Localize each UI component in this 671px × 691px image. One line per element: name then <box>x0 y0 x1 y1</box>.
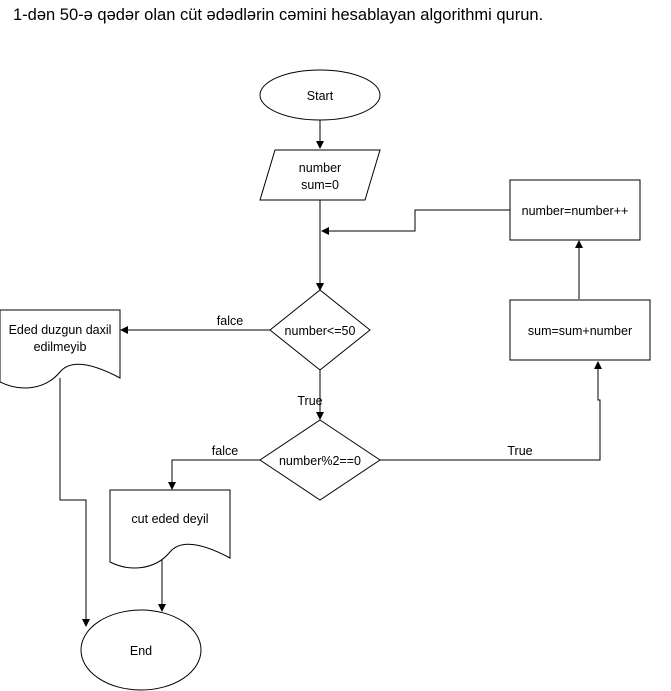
end-label: End <box>130 644 152 658</box>
input-label-1: number <box>299 161 341 175</box>
increment-label: number=number++ <box>522 204 629 218</box>
edge-label-d1-true: True <box>297 394 322 408</box>
start-node: Start <box>259 69 381 121</box>
connectors <box>59 120 602 627</box>
decision2-node: number%2==0 <box>259 419 381 501</box>
error-document-node: Eded duzgun daxil edilmeyib <box>0 309 121 389</box>
edge-increment-loop <box>321 209 510 235</box>
edge-decision2-true <box>380 361 602 461</box>
error-label-1: Eded duzgun daxil <box>9 323 112 337</box>
sum-update-node: sum=sum+number <box>509 299 651 361</box>
edge-labels: falce True falce True <box>212 314 533 458</box>
sum-update-label: sum=sum+number <box>528 324 632 338</box>
end-node: End <box>80 609 202 691</box>
error-label-2: edilmeyib <box>34 340 87 354</box>
edge-label-d2-false: falce <box>212 444 238 458</box>
edge-decision2-false <box>168 459 260 490</box>
start-label: Start <box>307 89 334 103</box>
input-label-2: sum=0 <box>301 178 339 192</box>
decision1-label: number<=50 <box>285 324 356 338</box>
edge-label-d2-true: True <box>507 444 532 458</box>
input-node: number sum=0 <box>259 149 381 201</box>
task-title: 1-dən 50-ə qədər olan cüt ədədlərin cəmi… <box>13 6 544 24</box>
decision1-node: number<=50 <box>269 289 371 371</box>
decision2-label: number%2==0 <box>279 454 361 468</box>
edge-error-end <box>59 378 90 627</box>
increment-node: number=number++ <box>509 179 641 241</box>
edge-label-d1-false: falce <box>217 314 243 328</box>
not-even-label: cut eded deyil <box>131 512 208 526</box>
not-even-document-node: cut eded deyil <box>109 489 231 569</box>
